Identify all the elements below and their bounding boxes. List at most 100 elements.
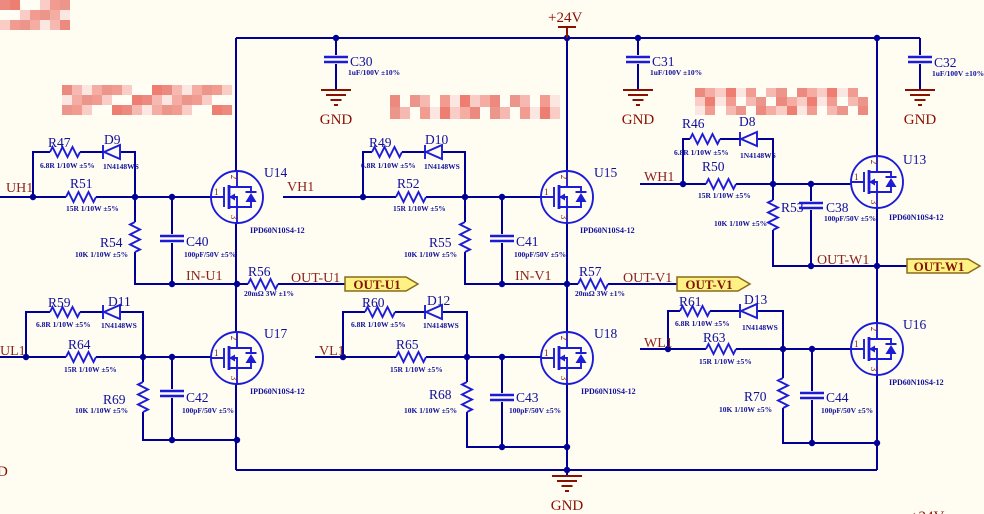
pin-3: 3: [559, 215, 569, 220]
diode-D9[interactable]: D9 1N4148WS: [101, 132, 139, 171]
resistor-R55[interactable]: R55 10K 1/10W ±5%: [404, 221, 473, 259]
resistor-R53[interactable]: R53 10K 1/10W ±5%: [714, 199, 804, 231]
resistor-R57[interactable]: R57 20mΩ 3W ±1%: [575, 264, 625, 298]
resistor-R64[interactable]: R64 15R 1/10W ±5%: [64, 337, 117, 374]
power-buses: [235, 34, 921, 476]
net-label-ul1[interactable]: UL1: [0, 344, 26, 359]
net-label-vl1[interactable]: VL1: [319, 344, 345, 359]
port-out-u1[interactable]: OUT-U1: [344, 276, 420, 292]
value: 15R 1/10W ±5%: [390, 365, 443, 374]
resistor-R65[interactable]: R65 15R 1/10W ±5%: [390, 337, 443, 374]
diode-D8[interactable]: D8 1N4148WS: [738, 114, 776, 160]
gnd-port-c30[interactable]: GND: [320, 89, 353, 128]
mosfet-U16[interactable]: U16 IPD60N10S4-12 1 2 3: [850, 317, 944, 387]
value: 20mΩ 3W ±1%: [575, 289, 625, 298]
resistor-R50[interactable]: R50 15R 1/10W ±5%: [698, 159, 751, 200]
wire: [283, 151, 677, 285]
capacitor-C30[interactable]: C30 1uF/100V ±10%: [324, 54, 400, 77]
net-label-in-u1[interactable]: IN-U1: [186, 269, 223, 284]
pin-3: 3: [869, 367, 879, 372]
refdes: R59: [48, 295, 71, 310]
mosfet-U13[interactable]: U13 IPD60N10S4-12 1 2 3: [850, 152, 944, 222]
net-label-vh1[interactable]: VH1: [287, 180, 314, 195]
net-label-wh1[interactable]: WH1: [644, 170, 674, 185]
value: 15R 1/10W ±5%: [393, 204, 446, 213]
port-out-v1[interactable]: OUT-V1: [676, 276, 752, 292]
refdes: R49: [369, 135, 392, 150]
gnd-port-c31[interactable]: GND: [622, 89, 655, 128]
resistor-R47[interactable]: R47 6.8R 1/10W ±5%: [40, 135, 95, 170]
pin-1: 1: [854, 172, 859, 182]
diode-D10[interactable]: D10 1N4148WS: [423, 132, 460, 171]
mosfet-U14[interactable]: U14 IPD60N10S4-12 1 2 3: [210, 165, 305, 235]
pin-3: 3: [869, 200, 879, 205]
value: 1N4148WS: [740, 151, 776, 160]
resistor-R59[interactable]: R59 6.8R 1/10W ±5%: [36, 295, 91, 329]
resistor-R51[interactable]: R51 15R 1/10W ±5%: [65, 176, 119, 213]
value: 100pF/50V ±5%: [821, 406, 873, 415]
value: 1N4148WS: [101, 321, 137, 330]
pin-3: 3: [229, 376, 239, 381]
section-u-high: UH1 R47 6.8R 1/10W ±5% D9 1N4148WS R51 1…: [0, 132, 420, 298]
refdes: D12: [427, 293, 450, 308]
mosfet-U18[interactable]: U18 IPD60N10S4-12 1 2 3: [540, 326, 636, 396]
value: 6.8R 1/10W ±5%: [351, 320, 406, 329]
net-label-out-u1[interactable]: OUT-U1: [291, 271, 340, 286]
section-v-low: VL1 R60 6.8R 1/10W ±5% D12 1N4148WS R65 …: [315, 293, 636, 451]
mosfet-U15[interactable]: U15 IPD60N10S4-12 1 2 3: [540, 165, 635, 235]
refdes: U13: [903, 152, 926, 167]
value: 6.8R 1/10W ±5%: [674, 148, 729, 157]
resistor-R70[interactable]: R70 10K 1/10W ±5%: [719, 377, 791, 414]
capacitor-C41[interactable]: C41 100pF/50V ±5%: [490, 234, 566, 259]
resistor-R49[interactable]: R49 6.8R 1/10W ±5%: [361, 135, 416, 170]
capacitor-C32[interactable]: C32 1uF/100V ±10%: [908, 55, 984, 78]
refdes: C31: [652, 54, 675, 69]
resistor-R61[interactable]: R61 6.8R 1/10W ±5%: [675, 294, 730, 328]
resistor-R63[interactable]: R63 15R 1/10W ±5%: [699, 330, 752, 366]
mosfet-U17[interactable]: U17 IPD60N10S4-12 1 2 3: [210, 326, 305, 396]
capacitor-C42[interactable]: C42 100pF/50V ±5%: [160, 389, 234, 415]
refdes: R56: [248, 264, 271, 279]
resistor-R69[interactable]: R69 10K 1/10W ±5%: [75, 381, 151, 415]
pin-2: 2: [559, 336, 569, 341]
resistor-R56[interactable]: R56 20mΩ 3W ±1%: [244, 264, 294, 298]
section-w-high: WH1 R46 6.8R 1/10W ±5% D8 1N4148WS R50 1…: [640, 114, 982, 274]
capacitor-C40[interactable]: C40 100pF/50V ±5%: [160, 234, 236, 259]
pin-1: 1: [214, 348, 219, 358]
capacitor-C31[interactable]: C31 1uF/100V ±10%: [626, 54, 702, 77]
power-port-24v[interactable]: +24V: [548, 10, 582, 38]
refdes: C30: [350, 54, 373, 69]
capacitor-C38[interactable]: C38 100pF/50V ±5%: [799, 200, 876, 223]
capacitor-C43[interactable]: C43 100pF/50V ±5%: [490, 390, 561, 415]
value: 1N4148WS: [742, 323, 778, 332]
redaction-blob: [390, 95, 560, 119]
part-number: IPD60N10S4-12: [581, 387, 636, 396]
diode-D12[interactable]: D12 1N4148WS: [423, 293, 459, 330]
part-number: IPD60N10S4-12: [250, 387, 305, 396]
resistor-R60[interactable]: R60 6.8R 1/10W ±5%: [351, 295, 406, 329]
resistor-R68[interactable]: R68 10K 1/10W ±5%: [404, 381, 475, 415]
value: 15R 1/10W ±5%: [698, 191, 751, 200]
resistor-R52[interactable]: R52 15R 1/10W ±5%: [393, 176, 446, 213]
net-label-wl1[interactable]: WL1: [644, 336, 673, 351]
gnd-port-c32[interactable]: GND: [904, 89, 937, 128]
diode-D11[interactable]: D11 1N4148WS: [101, 294, 137, 330]
pin-2: 2: [869, 160, 879, 165]
capacitor-C44[interactable]: C44 100pF/50V ±5%: [800, 390, 873, 415]
net-label-uh1[interactable]: UH1: [6, 181, 33, 196]
net-label-out-w1[interactable]: OUT-W1: [817, 253, 869, 268]
pin-3: 3: [559, 376, 569, 381]
gnd-port-main[interactable]: GND: [551, 475, 584, 514]
diode-D13[interactable]: D13 1N4148WS: [738, 292, 778, 332]
resistor-R46[interactable]: R46 6.8R 1/10W ±5%: [674, 116, 729, 157]
pin-2: 2: [559, 175, 569, 180]
value: 100pF/50V ±5%: [514, 250, 566, 259]
net-label-out-v1[interactable]: OUT-V1: [623, 271, 672, 286]
port-out-w1[interactable]: OUT-W1: [906, 258, 982, 274]
resistor-R54[interactable]: R54 10K 1/10W ±5%: [75, 221, 143, 259]
port-label: OUT-U1: [353, 277, 400, 292]
port-label: OUT-V1: [685, 277, 732, 292]
net-label-in-v1[interactable]: IN-V1: [515, 269, 552, 284]
